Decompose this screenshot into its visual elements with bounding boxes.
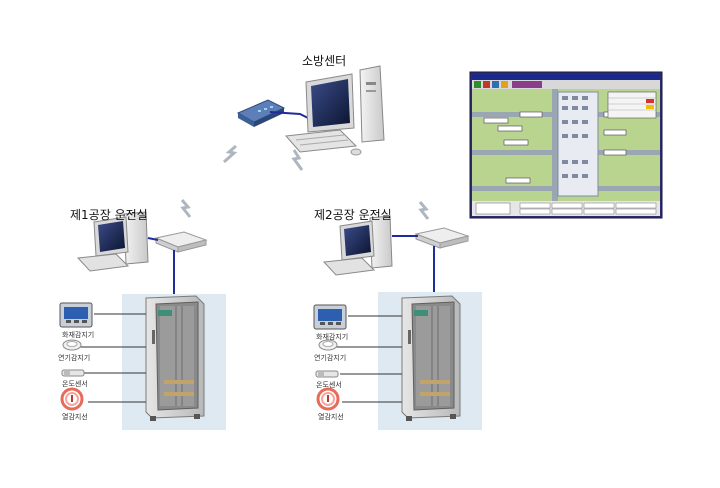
plant1-pc-link-line [147, 237, 159, 241]
plant1-rack-cabinet [145, 295, 205, 421]
plant2-label: 제2공장 운전실 [314, 208, 392, 222]
plant1-panel-icon [59, 302, 93, 328]
plant2-rack-cabinet [401, 295, 461, 421]
plant2-panel-icon [313, 304, 347, 330]
plant1-computer-icon [76, 211, 149, 272]
center-label: 소방센터 [302, 54, 347, 68]
plant2-device-label: 화재감지기 [316, 333, 349, 341]
plant1-label: 제1공장 운전실 [70, 208, 148, 222]
plant2-temperature-sensor-icon [315, 370, 339, 378]
plant1-device-label: 열감지선 [62, 413, 88, 421]
plant2-computer-icon [322, 215, 393, 276]
plant2-heat-cable-icon [316, 387, 340, 411]
plant1-device-label: 연기감지기 [58, 354, 91, 362]
plant2-smoke-detector-icon [318, 339, 338, 351]
plant2-device-lines [336, 315, 402, 403]
plant1-switch-icon [154, 231, 208, 253]
wireless-signal-icon [180, 199, 192, 218]
plant1-temperature-sensor-icon [61, 369, 85, 377]
wireless-signal-icon [418, 201, 430, 220]
plant1-heat-cable-icon [60, 387, 84, 411]
plant1-device-label: 화재감지기 [62, 331, 95, 339]
plant1-device-lines [80, 313, 146, 403]
plant2-switch-icon [414, 227, 470, 249]
wireless-signal-icon [291, 149, 304, 171]
monitoring-screen-thumbnail [469, 71, 663, 219]
plant1-smoke-detector-icon [62, 339, 82, 351]
plant2-device-label: 열감지선 [318, 413, 344, 421]
wireless-signal-icon [222, 144, 238, 164]
plant1-device-label: 온도센서 [62, 380, 88, 388]
plant2-device-label: 연기감지기 [314, 354, 347, 362]
plant2-device-label: 온도센서 [316, 381, 342, 389]
center-computer-icon [284, 65, 385, 156]
center-switch-icon [236, 99, 286, 127]
